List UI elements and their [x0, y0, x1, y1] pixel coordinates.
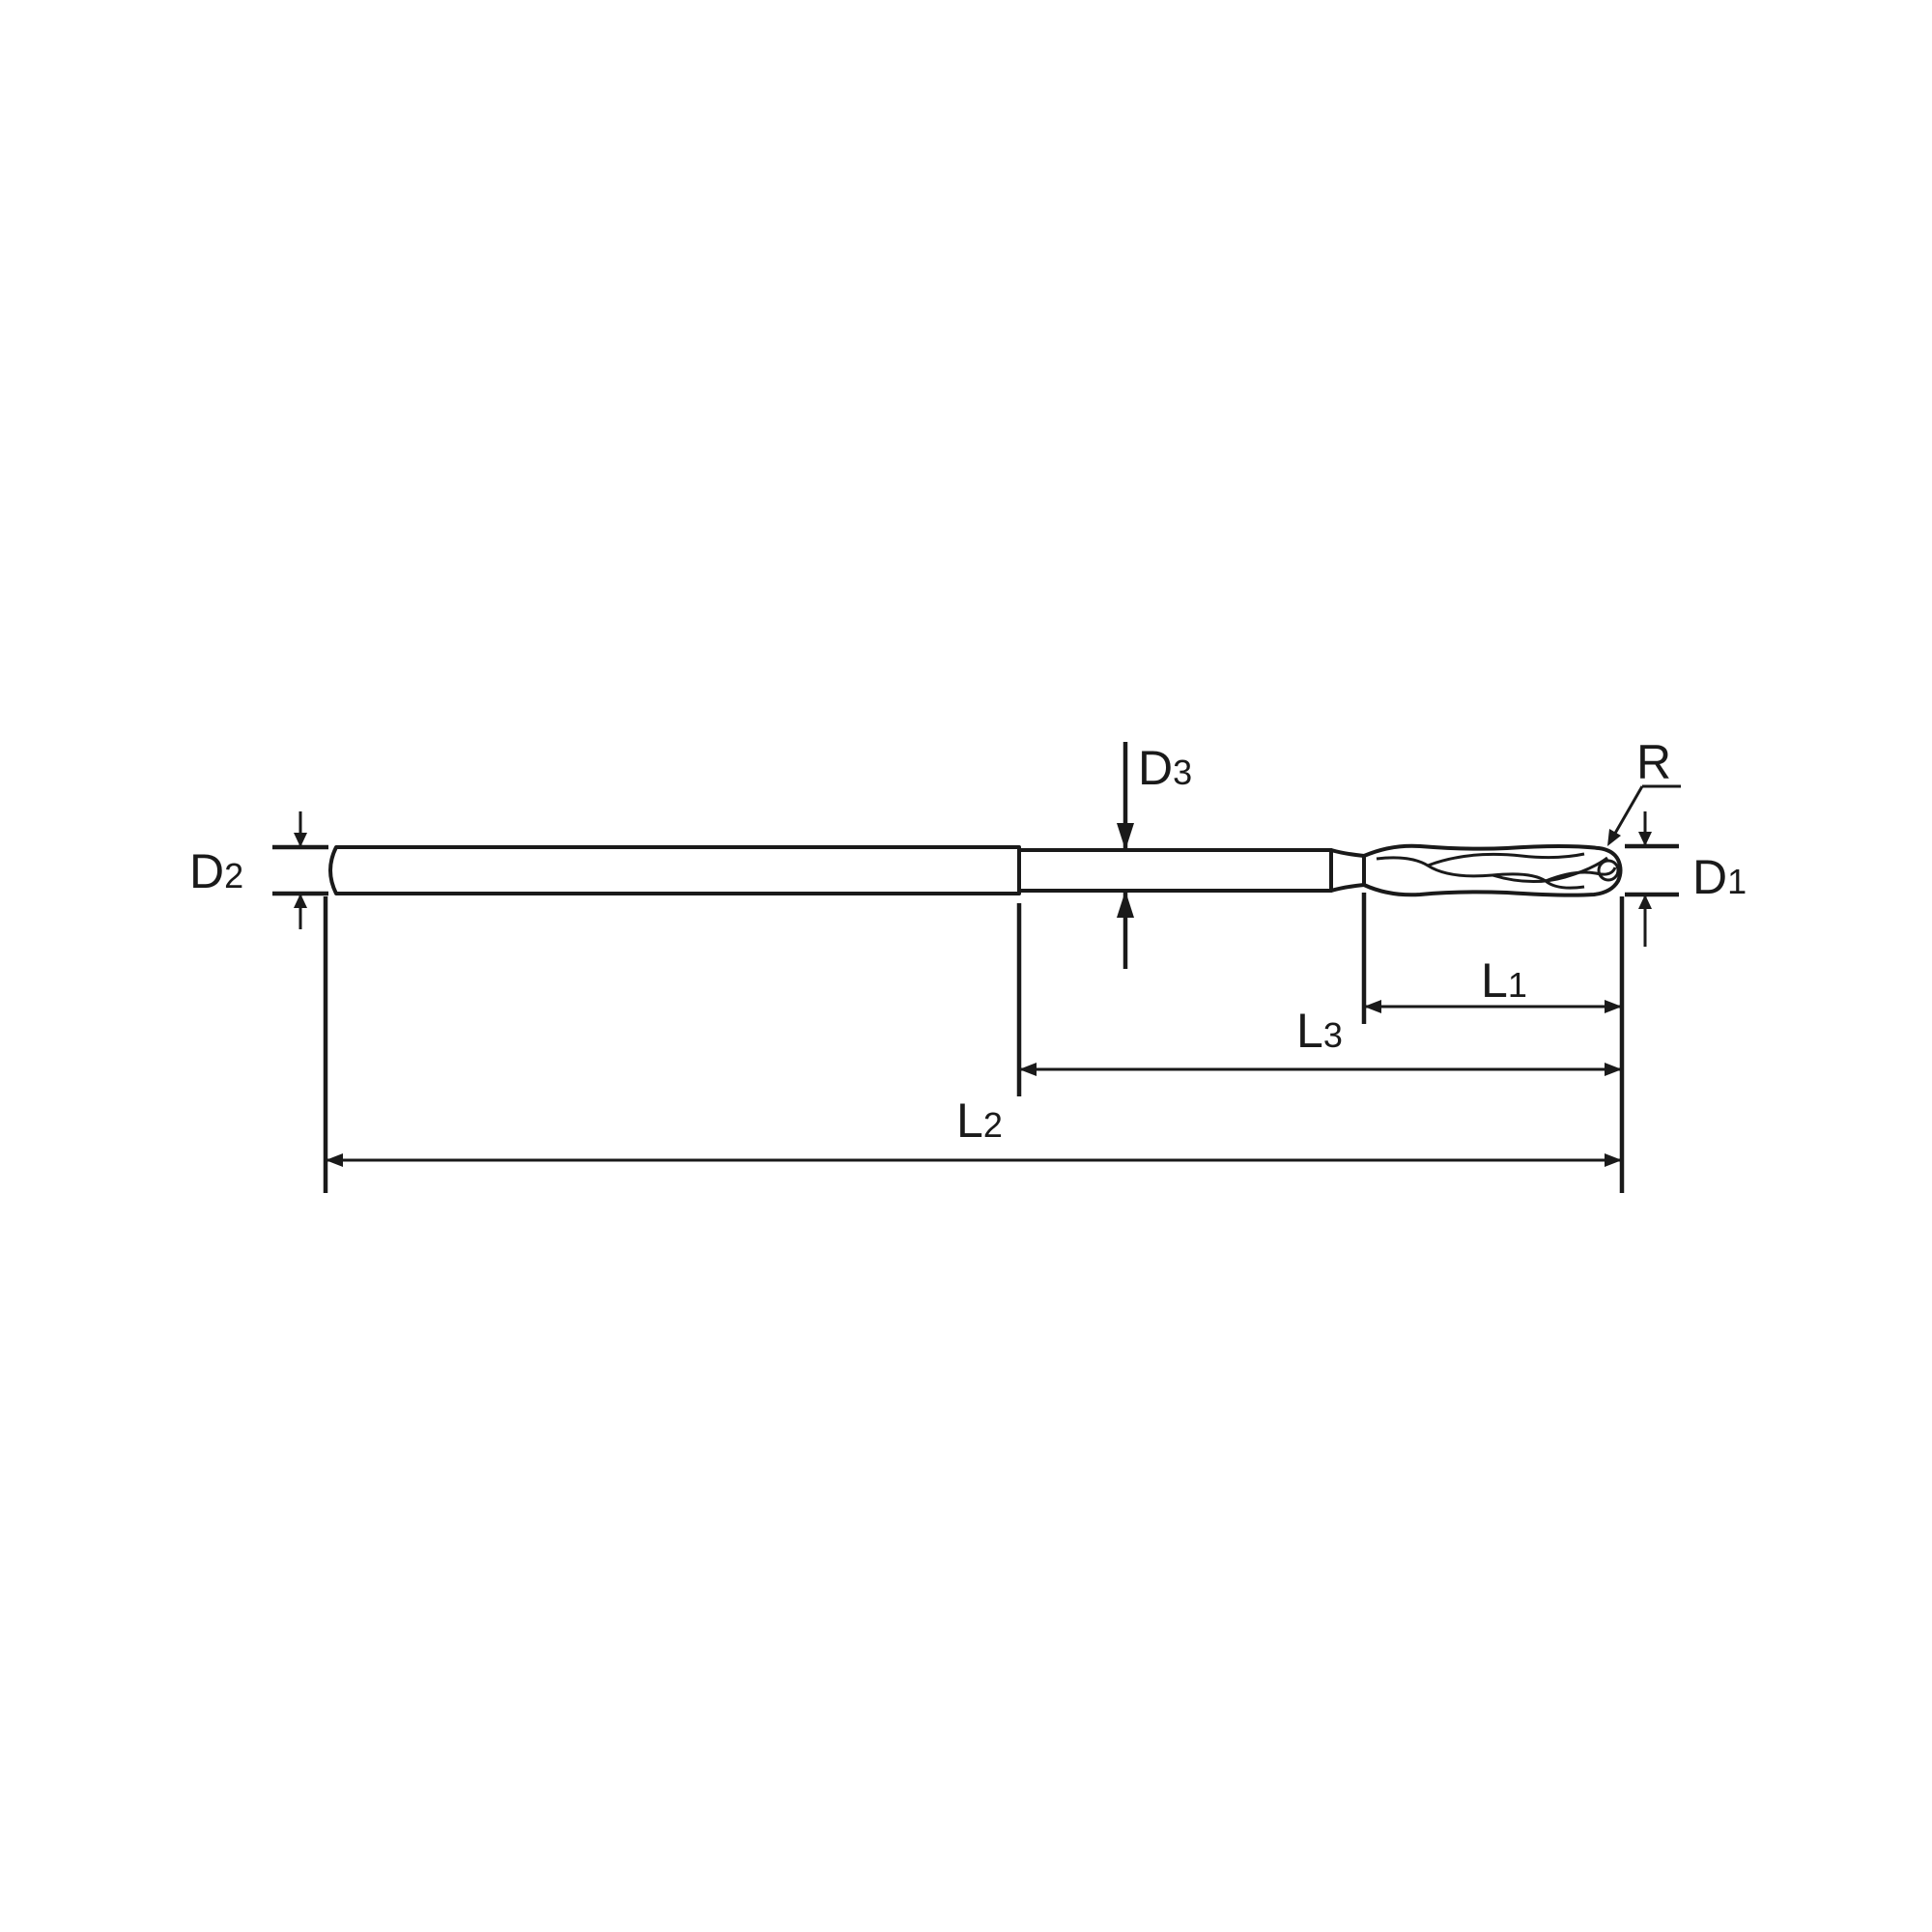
- label-l1: L1: [1481, 953, 1527, 1008]
- dimension-l1: [1364, 1000, 1622, 1013]
- flute-helix-2: [1427, 852, 1585, 867]
- neck: [1017, 848, 1333, 893]
- flute-helix-1: [1376, 856, 1585, 890]
- dimension-d3: [1117, 742, 1134, 969]
- label-r: R: [1636, 735, 1671, 789]
- ball-tip: [1597, 859, 1620, 882]
- label-d1: D1: [1692, 850, 1747, 904]
- end-mill-tool: [328, 843, 1623, 897]
- label-d2: D2: [189, 844, 243, 898]
- label-l2: L2: [956, 1094, 1003, 1148]
- extension-lines: [323, 893, 1625, 1193]
- flute-helix-3: [1492, 856, 1608, 884]
- dimension-d2: [272, 811, 328, 929]
- shank: [328, 845, 1021, 895]
- dimension-d1: [1625, 811, 1679, 947]
- flute-helix-4: [1545, 867, 1617, 883]
- label-d3: D3: [1138, 741, 1192, 795]
- dimension-r: [1607, 784, 1681, 846]
- dimension-l2: [326, 1153, 1622, 1167]
- label-l3: L3: [1296, 1004, 1343, 1058]
- dimension-l3: [1019, 1063, 1622, 1076]
